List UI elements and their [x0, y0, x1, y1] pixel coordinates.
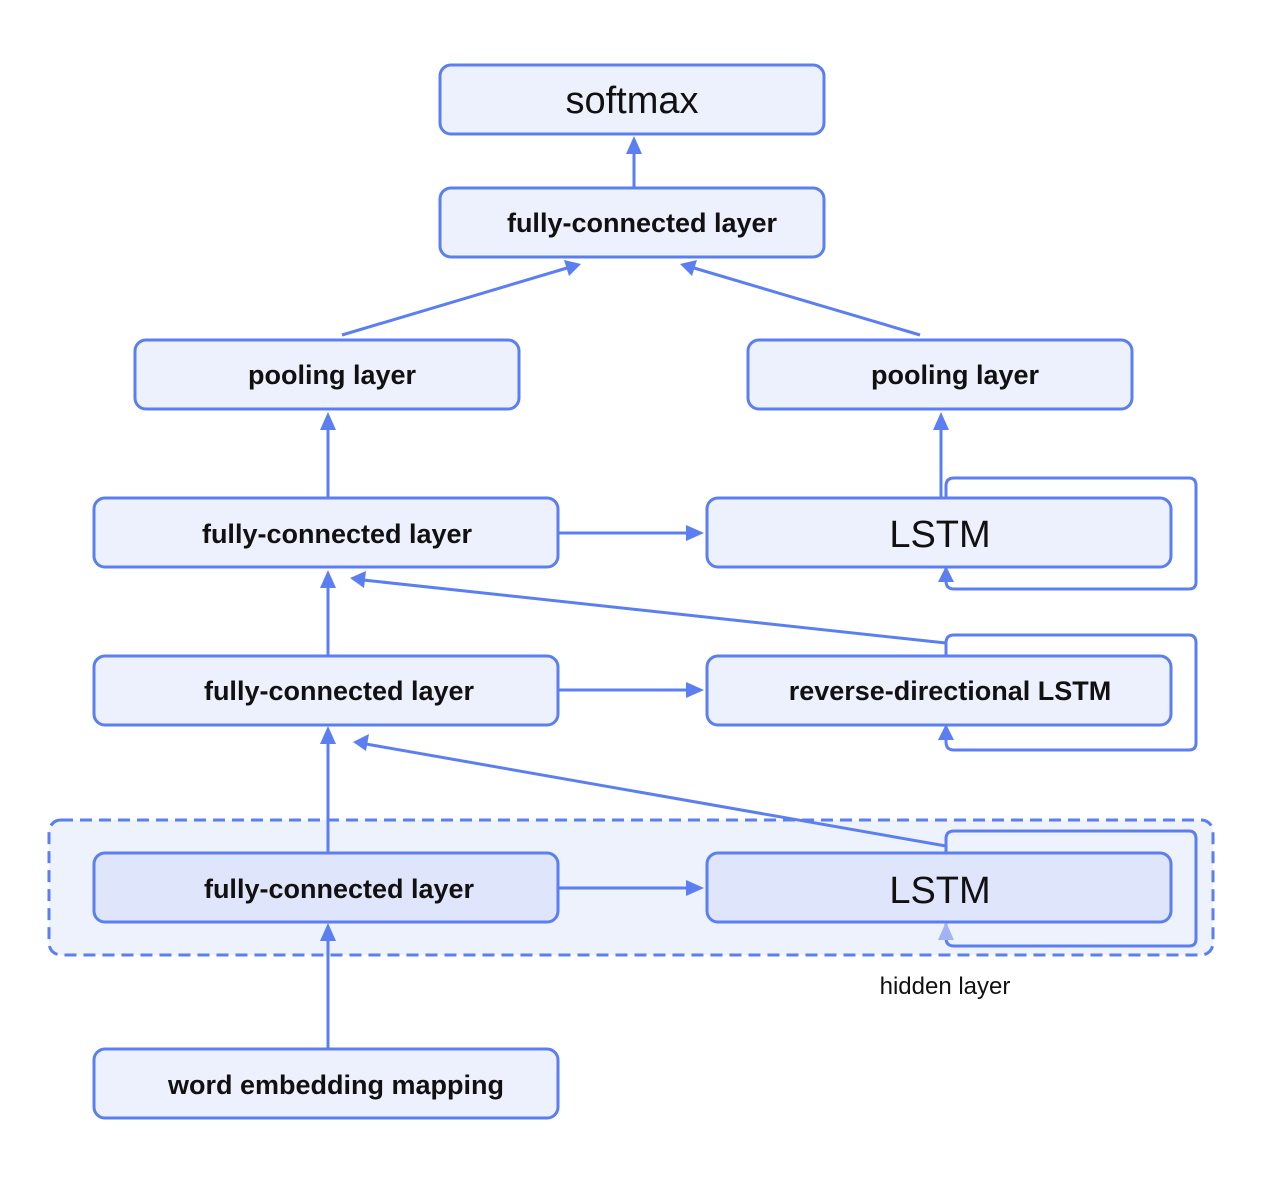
node-fc1-label: fully-connected layer: [204, 874, 475, 904]
lstm-bottom-recurrent-loop: [944, 829, 1198, 948]
node-fc-top: fully-connected layer: [438, 186, 826, 259]
edge-fc2-to-fc3-arrowhead: [320, 570, 336, 588]
node-softmax: softmax: [438, 63, 826, 136]
node-reverse-lstm: reverse-directional LSTM: [705, 654, 1173, 727]
edge-pool-left-to-fc-top-arrowhead: [564, 260, 581, 276]
edge-embed-to-fc1-arrowhead: [320, 923, 336, 941]
reverse-lstm-recurrent-arrowhead: [938, 724, 954, 740]
edge-fc1-to-fc2-arrowhead: [320, 726, 336, 744]
node-fc3-label: fully-connected layer: [202, 519, 473, 549]
edge-lstm1-to-fc2: [365, 742, 947, 848]
node-pool-right-label: pooling layer: [871, 360, 1040, 390]
edge-rlstm2-to-fc3: [362, 578, 947, 645]
edge-fc2-to-rlstm2-arrowhead: [686, 682, 704, 698]
node-lstm3: LSTM: [705, 496, 1173, 569]
lstm-bottom-recurrent-arrowhead: [938, 922, 954, 940]
edge-pool-right-to-fc-top-arrowhead: [680, 260, 697, 276]
node-lstm3-label: LSTM: [889, 514, 990, 556]
node-lstm1: LSTM: [705, 851, 1173, 924]
node-pool-left-label: pooling layer: [248, 360, 417, 390]
node-reverse-lstm-label: reverse-directional LSTM: [789, 676, 1112, 706]
node-softmax-label: softmax: [565, 80, 698, 122]
node-fc2-label: fully-connected layer: [204, 676, 475, 706]
node-fc2: fully-connected layer: [92, 654, 560, 727]
edge-pool-right-to-fc-top: [693, 266, 921, 337]
edge-fc3-to-pool-left-arrowhead: [320, 412, 336, 430]
edge-fc1-to-lstm1-arrowhead: [686, 880, 704, 896]
node-fc3: fully-connected layer: [92, 496, 560, 569]
edge-fc3-to-lstm3-arrowhead: [686, 525, 704, 541]
lstm-top-recurrent-loop: [944, 476, 1198, 591]
edge-lstm3-to-pool-right-arrowhead: [933, 412, 949, 430]
node-fc1: fully-connected layer: [92, 851, 560, 924]
edge-lstm1-to-fc2-arrowhead: [353, 734, 369, 751]
node-pool-right: pooling layer: [746, 338, 1134, 411]
node-pool-left: pooling layer: [133, 338, 521, 411]
hidden-layer-label: hidden layer: [880, 973, 1011, 1000]
reverse-lstm-recurrent-loop: [944, 633, 1198, 752]
node-word-embedding-label: word embedding mapping: [167, 1070, 504, 1100]
edge-fc-top-to-softmax-arrowhead: [626, 136, 642, 154]
node-word-embedding: word embedding mapping: [92, 1047, 560, 1120]
edge-pool-left-to-fc-top: [341, 266, 568, 337]
node-fc-top-label: fully-connected layer: [507, 208, 778, 238]
node-lstm1-label: LSTM: [889, 870, 990, 912]
edge-rlstm2-to-fc3-arrowhead: [350, 571, 366, 588]
lstm-top-recurrent-arrowhead: [938, 566, 954, 582]
